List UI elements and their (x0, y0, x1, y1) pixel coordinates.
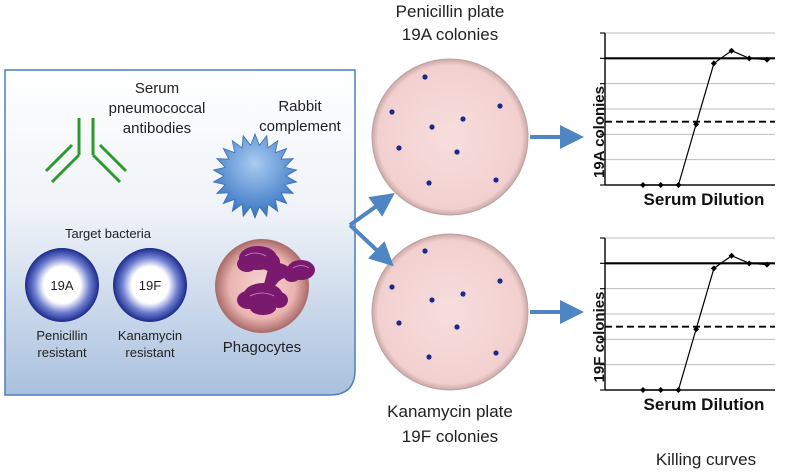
bottom-plate-label-line2: 19F colonies (402, 427, 498, 446)
data-point (675, 387, 682, 393)
data-point (675, 182, 682, 188)
penicillin-resistant-line2: resistant (37, 345, 87, 360)
data-point (710, 60, 717, 67)
data-point (640, 387, 646, 393)
arrow-to-kanamycin-plate (348, 223, 394, 267)
complement-label-line1: Rabbit (278, 98, 322, 115)
x-axis-label: Serum Dilution (644, 395, 765, 414)
arrow-to-penicillin-plate (348, 193, 395, 227)
antibody-icon (44, 118, 128, 184)
complement-icon (212, 132, 298, 220)
bacteria-19a-icon (25, 248, 99, 322)
kanamycin-plate (371, 233, 529, 391)
top-plate-label-line1: Penicillin plate (396, 2, 505, 21)
y-axis-label: 19F colonies (591, 292, 608, 383)
data-point (746, 260, 753, 267)
data-point (710, 265, 717, 272)
bacteria-19f-label: 19F (139, 278, 161, 293)
phagocytes-label: Phagocytes (223, 339, 301, 356)
killing-curves-label: Killing curves (656, 450, 756, 469)
data-point (764, 261, 770, 268)
kanamycin-resistant-line2: resistant (125, 345, 175, 360)
data-point (657, 387, 664, 393)
data-point (764, 56, 770, 63)
bacteria-19a-label: 19A (50, 278, 73, 293)
phagocyte-icon (215, 239, 315, 333)
target-bacteria-label: Target bacteria (65, 226, 152, 241)
data-point (693, 121, 700, 128)
series-line (643, 50, 768, 186)
series-line (643, 255, 768, 391)
bacteria-19f-icon (113, 248, 187, 322)
antibodies-label-line2: pneumococcal (109, 100, 206, 117)
data-point (746, 55, 753, 62)
penicillin-plate (371, 58, 529, 216)
data-point (640, 182, 646, 188)
data-point (657, 182, 664, 188)
bottom-plate-label-line1: Kanamycin plate (387, 402, 513, 421)
antibodies-label-line1: Serum (135, 80, 179, 97)
antibodies-label-line3: antibodies (123, 120, 191, 137)
kanamycin-resistant-line1: Kanamycin (118, 328, 182, 343)
assay-panel: Serum pneumococcal antibodies Rabbit com… (4, 69, 356, 396)
data-point (693, 326, 700, 333)
complement-label-line2: complement (259, 118, 342, 135)
data-point (728, 252, 735, 259)
data-point (728, 47, 735, 54)
top-plate-label-line2: 19A colonies (402, 25, 498, 44)
x-axis-label: Serum Dilution (644, 190, 765, 209)
penicillin-resistant-line1: Penicillin (36, 328, 87, 343)
y-axis-label: 19A colonies (591, 86, 608, 178)
